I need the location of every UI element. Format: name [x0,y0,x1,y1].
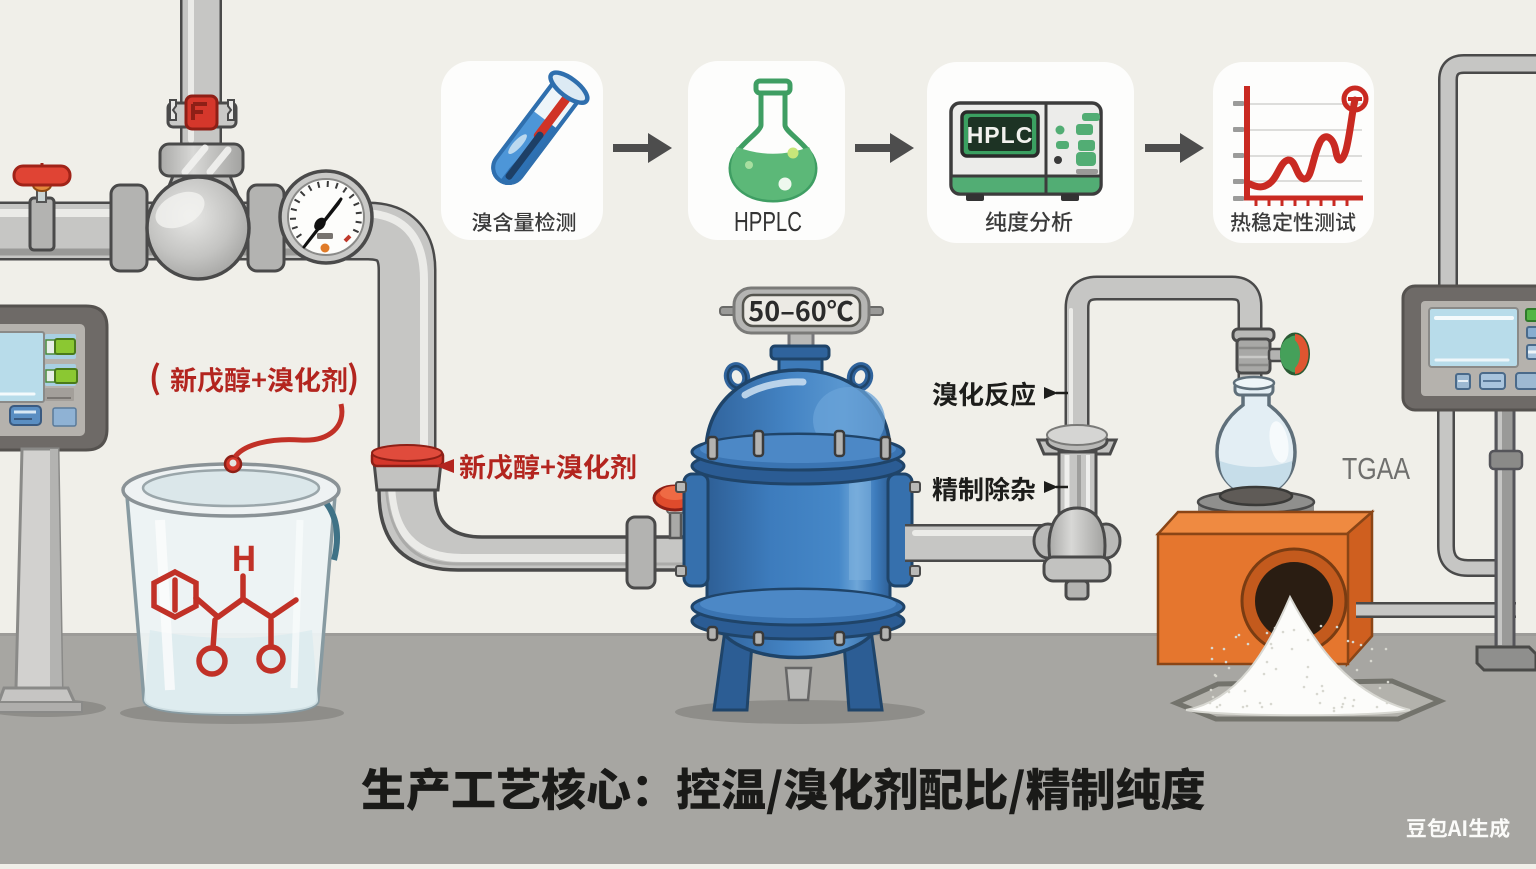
svg-text:HPPLC: HPPLC [734,206,802,237]
svg-text:HPLC: HPLC [967,122,1034,148]
svg-text:TGAA: TGAA [1342,451,1410,486]
